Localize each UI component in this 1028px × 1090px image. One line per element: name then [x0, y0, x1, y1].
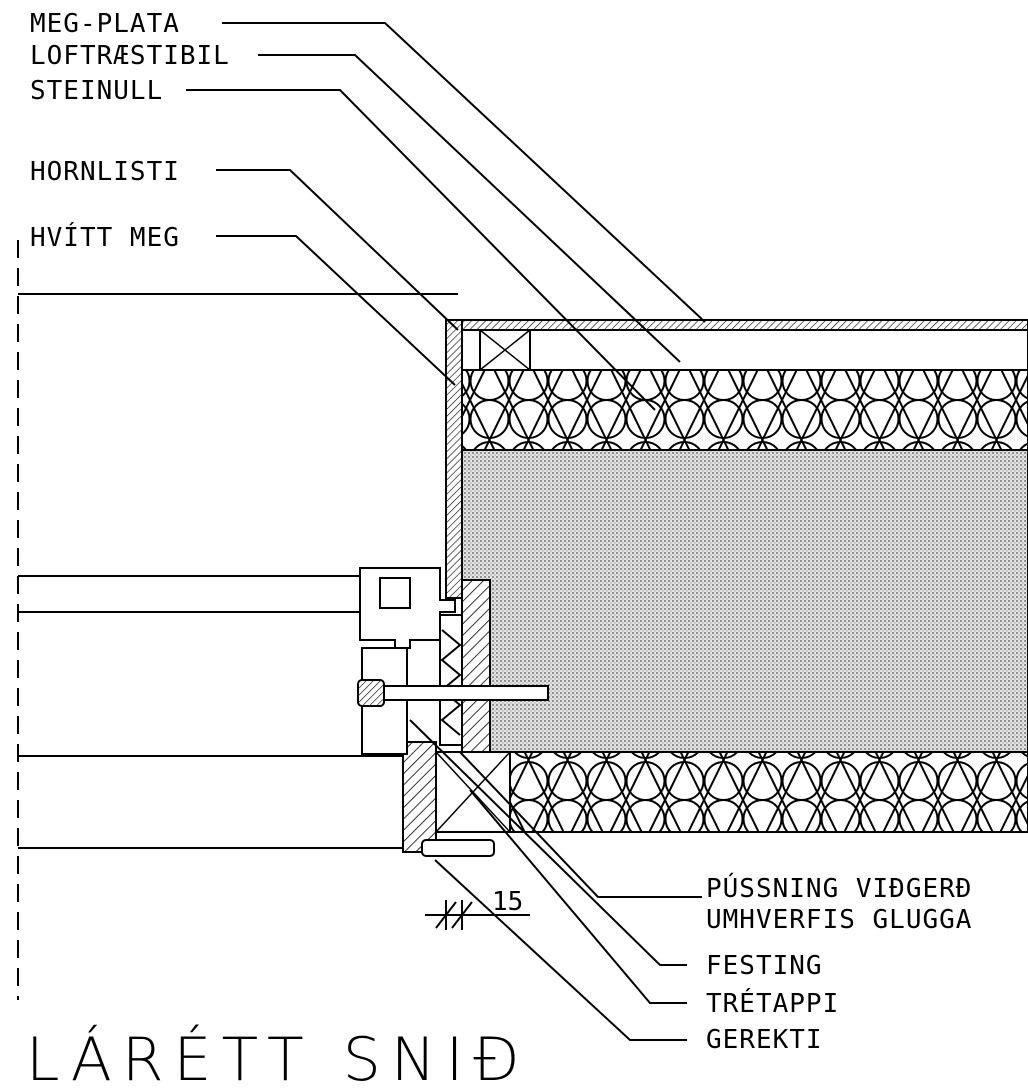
label-meg-plata: MEG-PLATA [30, 9, 180, 39]
cladding-plate [451, 319, 1028, 331]
label-festing: FESTING [706, 951, 823, 981]
seal-strip [439, 614, 463, 746]
window-frame-inner [379, 577, 411, 609]
architrave [402, 741, 437, 853]
ventilation-gap [461, 329, 1028, 371]
corner-strip [445, 319, 463, 599]
insulation-inner [509, 751, 1028, 833]
fastener-head [357, 679, 385, 707]
label-gerekti: GEREKTI [706, 1025, 823, 1055]
concrete-wall [461, 449, 1028, 753]
drawing-title: LÁRÉTT SNIÐ [26, 1023, 530, 1090]
label-hornlisti: HORNLISTI [30, 157, 180, 187]
label-pussning-line2: UMHVERFIS GLUGGA [706, 905, 972, 935]
leader-lines [186, 22, 706, 1041]
label-pussning-line1: PÚSSNING VIÐGERÐ [706, 872, 972, 904]
dimension-15 [425, 900, 530, 930]
timber-cross-2 [435, 751, 511, 833]
insulation-outer [461, 369, 1028, 451]
label-steinull: STEINULL [30, 76, 163, 106]
batten-cross-2 [479, 329, 531, 371]
dimension-value: 15 [492, 887, 523, 917]
label-hvitt-meg: HVÍTT MEG [30, 221, 180, 253]
architrave-cap [421, 839, 495, 857]
label-tretappi: TRÉTAPPI [706, 987, 839, 1019]
fastener-shank [383, 685, 549, 701]
label-loftraestibil: LOFTRÆSTIBIL [30, 41, 230, 71]
seal-zigzag [440, 629, 462, 736]
timber-block [461, 579, 491, 753]
